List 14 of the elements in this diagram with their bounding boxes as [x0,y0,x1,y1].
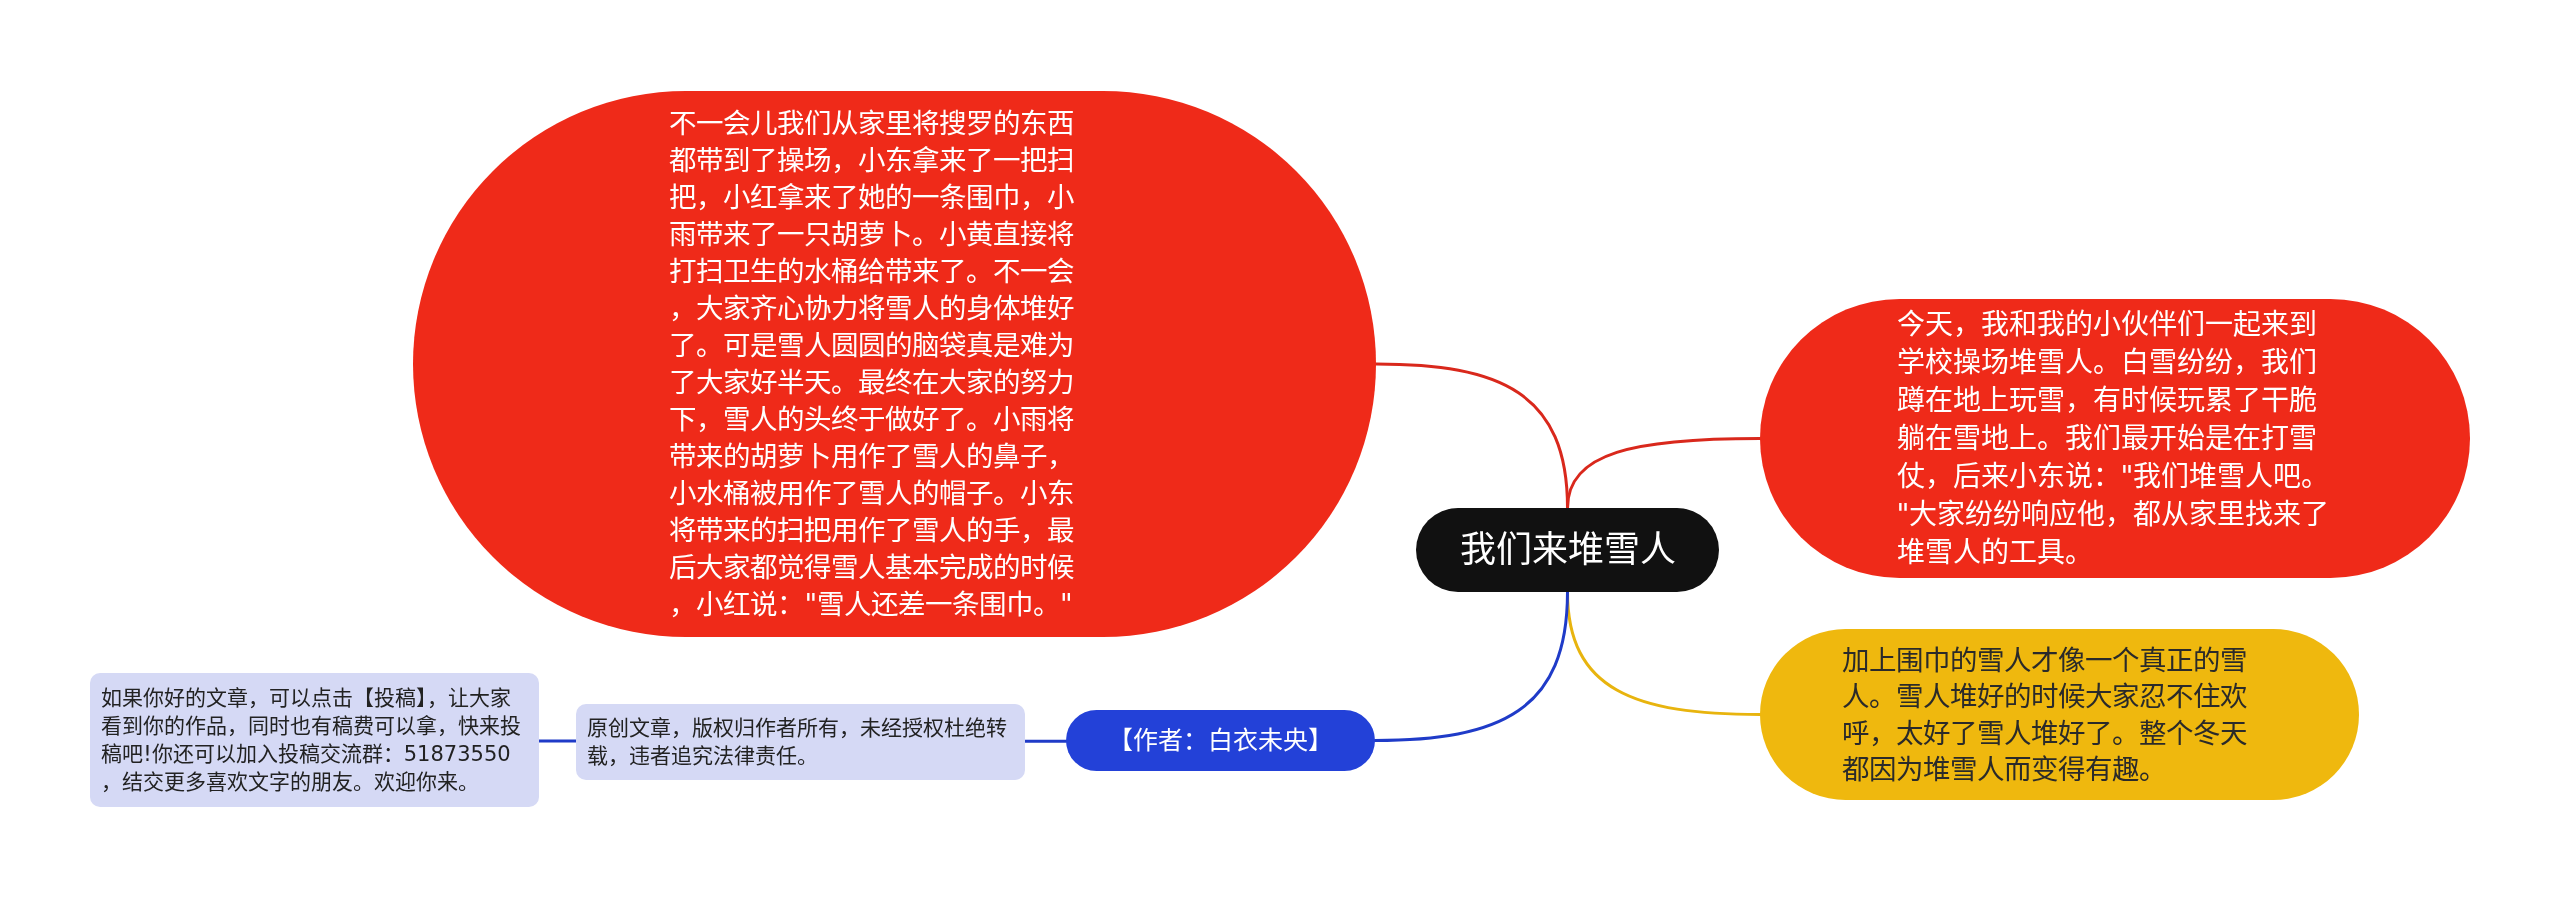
topic-text: 加上围巾的雪人才像一个真正的雪人。雪人堆好的时候大家忍不住欢呼，太好了雪人堆好了。整个冬天都因为堆雪人而变得有趣。 [1841,642,2248,787]
note-text: 如果你好的文章，可以点击【投稿】，让大家看到你的作品，同时也有稿费可以拿，快来投稿吧!你还可以加入投稿交流群：51873550，结交更多喜欢文字的朋友。欢迎你来。 [101,685,523,796]
connector-line [1373,590,1569,742]
note-text: 原创文章，版权归作者所有，未经授权杜绝转载，违者追究法律责任。 [587,715,1009,770]
note-box [576,704,1025,780]
connector-line [1023,739,1068,743]
topic-text: 今天，我和我的小伙伴们一起来到学校操场堆雪人。白雪纷纷，我们蹲在地上玩雪，有时候玩累了干脆躺在雪地上。我们最开始是在打雪仗，后来小东说："我们堆雪人吧。"大家纷纷响应他，都从家里找来了堆雪人的工具。 [1896,306,2331,571]
topic-text: 不一会儿我们从家里将搜罗的东西都带到了操场，小东拿来了一把扫把，小红拿来了她的一条围巾，小雨带来了一只胡萝卜。小黄直接将打扫卫生的水桶给带来了。不一会，大家齐心协力将雪人的身体堆好了。可是雪人圆圆的脑袋真是难为了大家好半天。最终在大家的努力下，雪人的头终于做好了。小雨将带来的胡萝卜用作了雪人的鼻子，小水桶被用作了雪人的帽子。小东将带来的扫把用作了雪人的手，最后大家都觉得雪人基本完成的时候，小红说："雪人还差一条围巾。" [669,106,1076,622]
connector-line [537,739,578,743]
connector-line [1566,437,1762,510]
note-box [90,673,539,807]
author-pill [1066,710,1375,771]
author-label: 【作者：白衣未央】 [1108,724,1333,757]
topic-title: 我们来堆雪人 [1459,528,1676,572]
